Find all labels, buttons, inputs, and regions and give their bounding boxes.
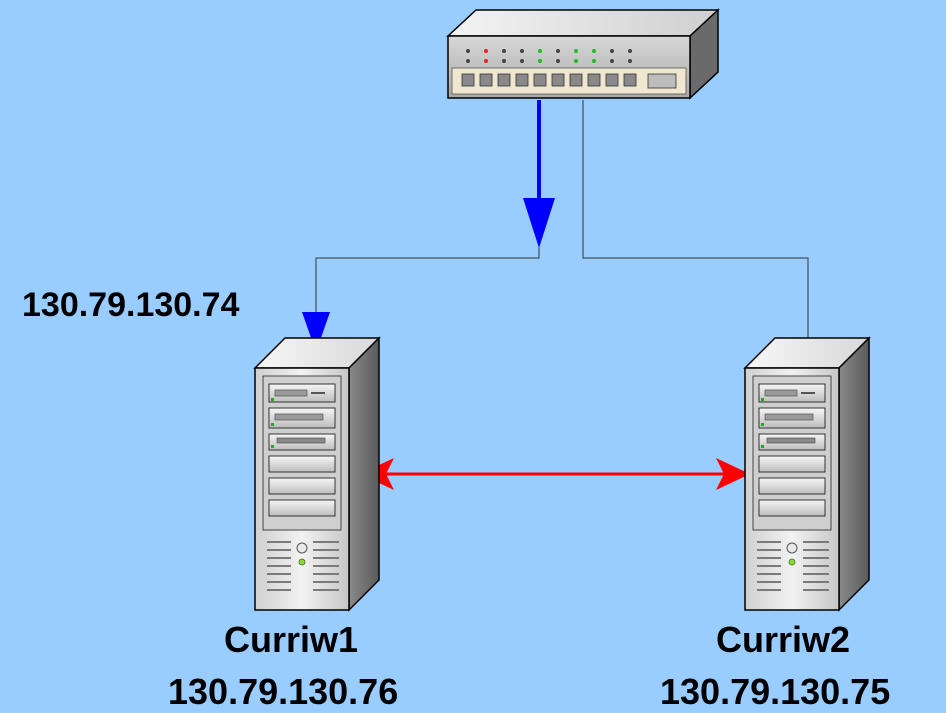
tower-server-icon bbox=[254, 337, 380, 611]
active-link-arrow bbox=[302, 100, 555, 352]
switch-status-leds bbox=[466, 49, 632, 63]
server-name-curriw1: Curriw1 bbox=[224, 619, 359, 660]
server-ip-curriw2: 130.79.130.75 bbox=[660, 671, 891, 712]
virtual-ip-label: 130.79.130.74 bbox=[22, 286, 240, 324]
heartbeat-link bbox=[360, 458, 750, 490]
cable-switch-to-curriw1 bbox=[315, 100, 540, 318]
cable-switch-to-curriw2 bbox=[582, 100, 809, 356]
server-curriw1 bbox=[254, 337, 380, 611]
network-cables bbox=[315, 100, 809, 356]
server-curriw2 bbox=[744, 337, 870, 611]
server-ip-curriw1: 130.79.130.76 bbox=[168, 671, 399, 712]
server-name-curriw2: Curriw2 bbox=[716, 619, 851, 660]
tower-server-icon bbox=[744, 337, 870, 611]
network-switch-icon bbox=[446, 8, 720, 100]
switch-ports bbox=[461, 73, 677, 89]
